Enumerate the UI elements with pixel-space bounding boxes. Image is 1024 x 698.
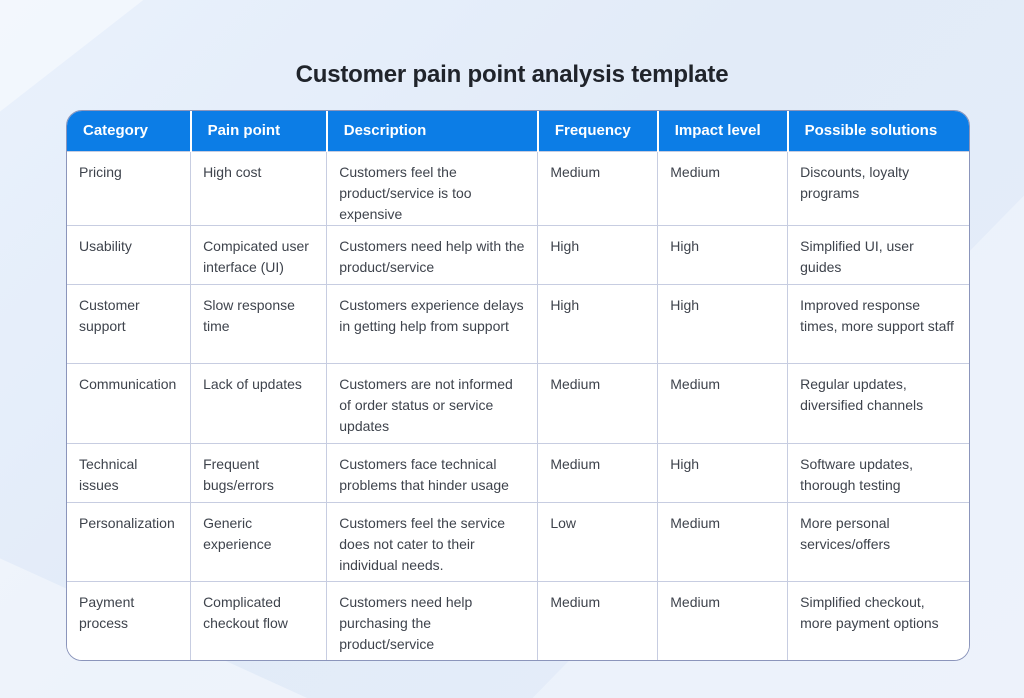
column-header-possible-solutions: Possible solutions [786,111,969,151]
cell-pain-point: Complicated checkout flow [190,580,327,660]
cell-description: Customers feel the service does not cate… [326,501,538,581]
table-row-usability: Usability Compicated user interface (UI)… [67,224,969,284]
cell-impact-level: Medium [657,501,788,581]
cell-pain-point: Frequent bugs/errors [190,442,327,502]
table-row-payment-process: Payment process Complicated checkout flo… [67,580,969,660]
cell-pain-point: Generic experience [190,501,327,581]
page-title: Customer pain point analysis template [295,61,729,89]
column-header-description: Description [325,111,538,151]
pain-point-table: Category Pain point Description Frequenc… [67,111,969,660]
cell-category: Communication [67,362,191,443]
column-header-impact-level: Impact level [656,111,788,151]
cell-impact-level: High [657,224,788,284]
cell-impact-level: Medium [657,362,788,443]
cell-possible-solutions: Simplified UI, user guides [787,224,969,284]
column-header-frequency: Frequency [536,111,658,151]
cell-description: Customers are not informed of order stat… [326,362,538,443]
cell-possible-solutions: Software updates, thorough testing [787,442,969,502]
cell-possible-solutions: Regular updates, diversified channels [787,362,969,443]
table-row-technical-issues: Technical issues Frequent bugs/errors Cu… [67,442,969,502]
column-header-pain-point: Pain point [189,111,327,151]
cell-frequency: Medium [537,150,658,225]
cell-possible-solutions: Discounts, loyalty programs [787,150,969,225]
cell-impact-level: Medium [657,580,788,660]
table-row-personalization: Personalization Generic experience Custo… [67,501,969,581]
cell-frequency: High [537,283,658,363]
cell-impact-level: Medium [657,150,788,225]
cell-category: Customer support [67,283,191,363]
cell-pain-point: Slow response time [190,283,327,363]
cell-description: Customers need help purchasing the produ… [326,580,538,660]
cell-possible-solutions: More personal services/offers [787,501,969,581]
cell-category: Personalization [67,501,191,581]
table-row-communication: Communication Lack of updates Customers … [67,362,969,443]
cell-pain-point: Lack of updates [190,362,327,443]
cell-pain-point: Compicated user interface (UI) [190,224,327,284]
cell-category: Payment process [67,580,191,660]
cell-category: Technical issues [67,442,191,502]
cell-pain-point: High cost [190,150,327,225]
table-row-pricing: Pricing High cost Customers feel the pro… [67,150,969,225]
cell-category: Pricing [67,150,191,225]
column-header-category: Category [67,111,191,151]
cell-frequency: Medium [537,442,658,502]
cell-impact-level: High [657,442,788,502]
cell-description: Customers face technical problems that h… [326,442,538,502]
pain-point-table-container: Category Pain point Description Frequenc… [66,110,970,661]
cell-frequency: Low [537,501,658,581]
cell-impact-level: High [657,283,788,363]
cell-possible-solutions: Simplified checkout, more payment option… [787,580,969,660]
cell-description: Customers feel the product/service is to… [326,150,538,225]
cell-frequency: Medium [537,580,658,660]
table-row-customer-support: Customer support Slow response time Cust… [67,283,969,363]
table-header-row: Category Pain point Description Frequenc… [67,111,969,151]
cell-frequency: Medium [537,362,658,443]
cell-description: Customers need help with the product/ser… [326,224,538,284]
cell-category: Usability [67,224,191,284]
cell-possible-solutions: Improved response times, more support st… [787,283,969,363]
cell-frequency: High [537,224,658,284]
cell-description: Customers experience delays in getting h… [326,283,538,363]
